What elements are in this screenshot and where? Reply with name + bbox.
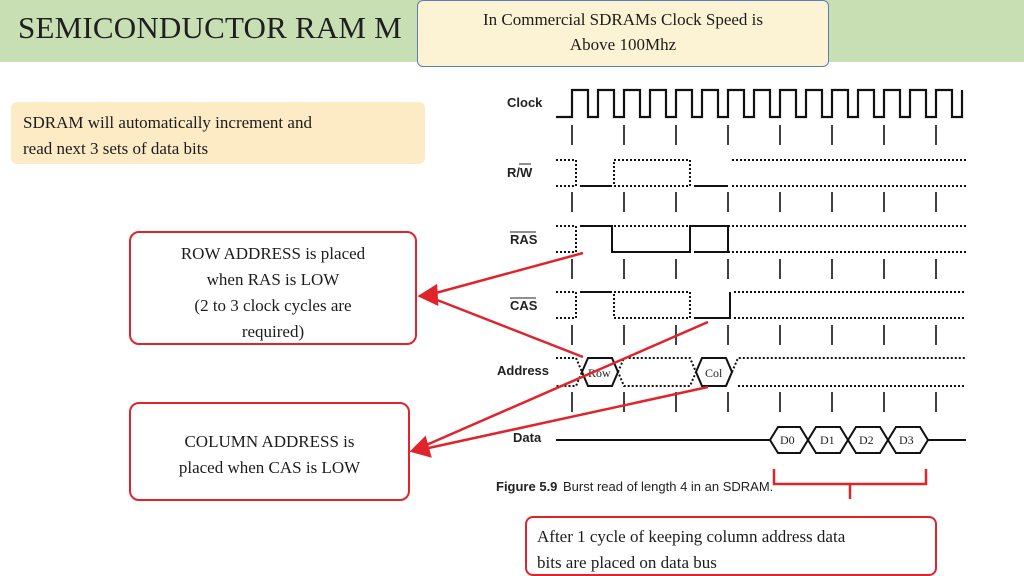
col-box-line-1: COLUMN ADDRESS is [184, 432, 355, 451]
data-label-d2: D2 [859, 433, 874, 447]
label-cas: CAS [510, 298, 538, 313]
col-box-line-2: placed when CAS is LOW [178, 458, 361, 477]
data-label-d1: D1 [820, 433, 835, 447]
callout-line-1: In Commercial SDRAMs Clock Speed is [482, 10, 763, 29]
address-row-label: Row [588, 366, 611, 380]
data-label-d3: D3 [899, 433, 914, 447]
note-line-2: read next 3 sets of data bits [23, 139, 209, 158]
figure-caption-number: Figure 5.9 [496, 479, 557, 494]
rw-waveform [556, 159, 966, 187]
cas-waveform [556, 291, 966, 319]
row-box-line-3: (2 to 3 clock cycles are [194, 296, 352, 315]
annotation-arrows [409, 251, 709, 458]
data-bus-note-box: After 1 cycle of keeping column address … [525, 516, 937, 576]
row-box-line-4: required) [241, 322, 305, 341]
address-waveform [556, 357, 966, 387]
label-rw: R/W [507, 165, 533, 180]
column-address-box: COLUMN ADDRESS is placed when CAS is LOW [129, 402, 410, 501]
label-clock: Clock [507, 95, 543, 110]
timing-tick-marks [571, 125, 937, 412]
row-box-line-2: when RAS is LOW [206, 270, 340, 289]
ras-waveform [556, 225, 966, 253]
bottom-box-line-2: bits are placed on data bus [537, 553, 717, 572]
label-data: Data [513, 430, 542, 445]
bottom-box-line-1: After 1 cycle of keeping column address … [537, 527, 846, 546]
clock-speed-callout: In Commercial SDRAMs Clock Speed is Abov… [417, 0, 829, 67]
data-label-d0: D0 [780, 433, 795, 447]
label-ras: RAS [510, 232, 538, 247]
data-waveform [556, 426, 966, 454]
row-box-line-1: ROW ADDRESS is placed [180, 244, 366, 263]
address-col-label: Col [705, 366, 723, 380]
slide-title: SEMICONDUCTOR RAM M [18, 10, 402, 45]
row-address-box: ROW ADDRESS is placed when RAS is LOW (2… [129, 231, 417, 345]
note-line-1: SDRAM will automatically increment and [23, 113, 312, 132]
clock-waveform [556, 88, 964, 119]
label-address: Address [497, 363, 549, 378]
data-bracket [772, 469, 928, 499]
auto-increment-note: SDRAM will automatically increment and r… [11, 102, 425, 164]
callout-line-2: Above 100Mhz [569, 35, 677, 54]
figure-caption-text: Burst read of length 4 in an SDRAM. [563, 479, 773, 494]
